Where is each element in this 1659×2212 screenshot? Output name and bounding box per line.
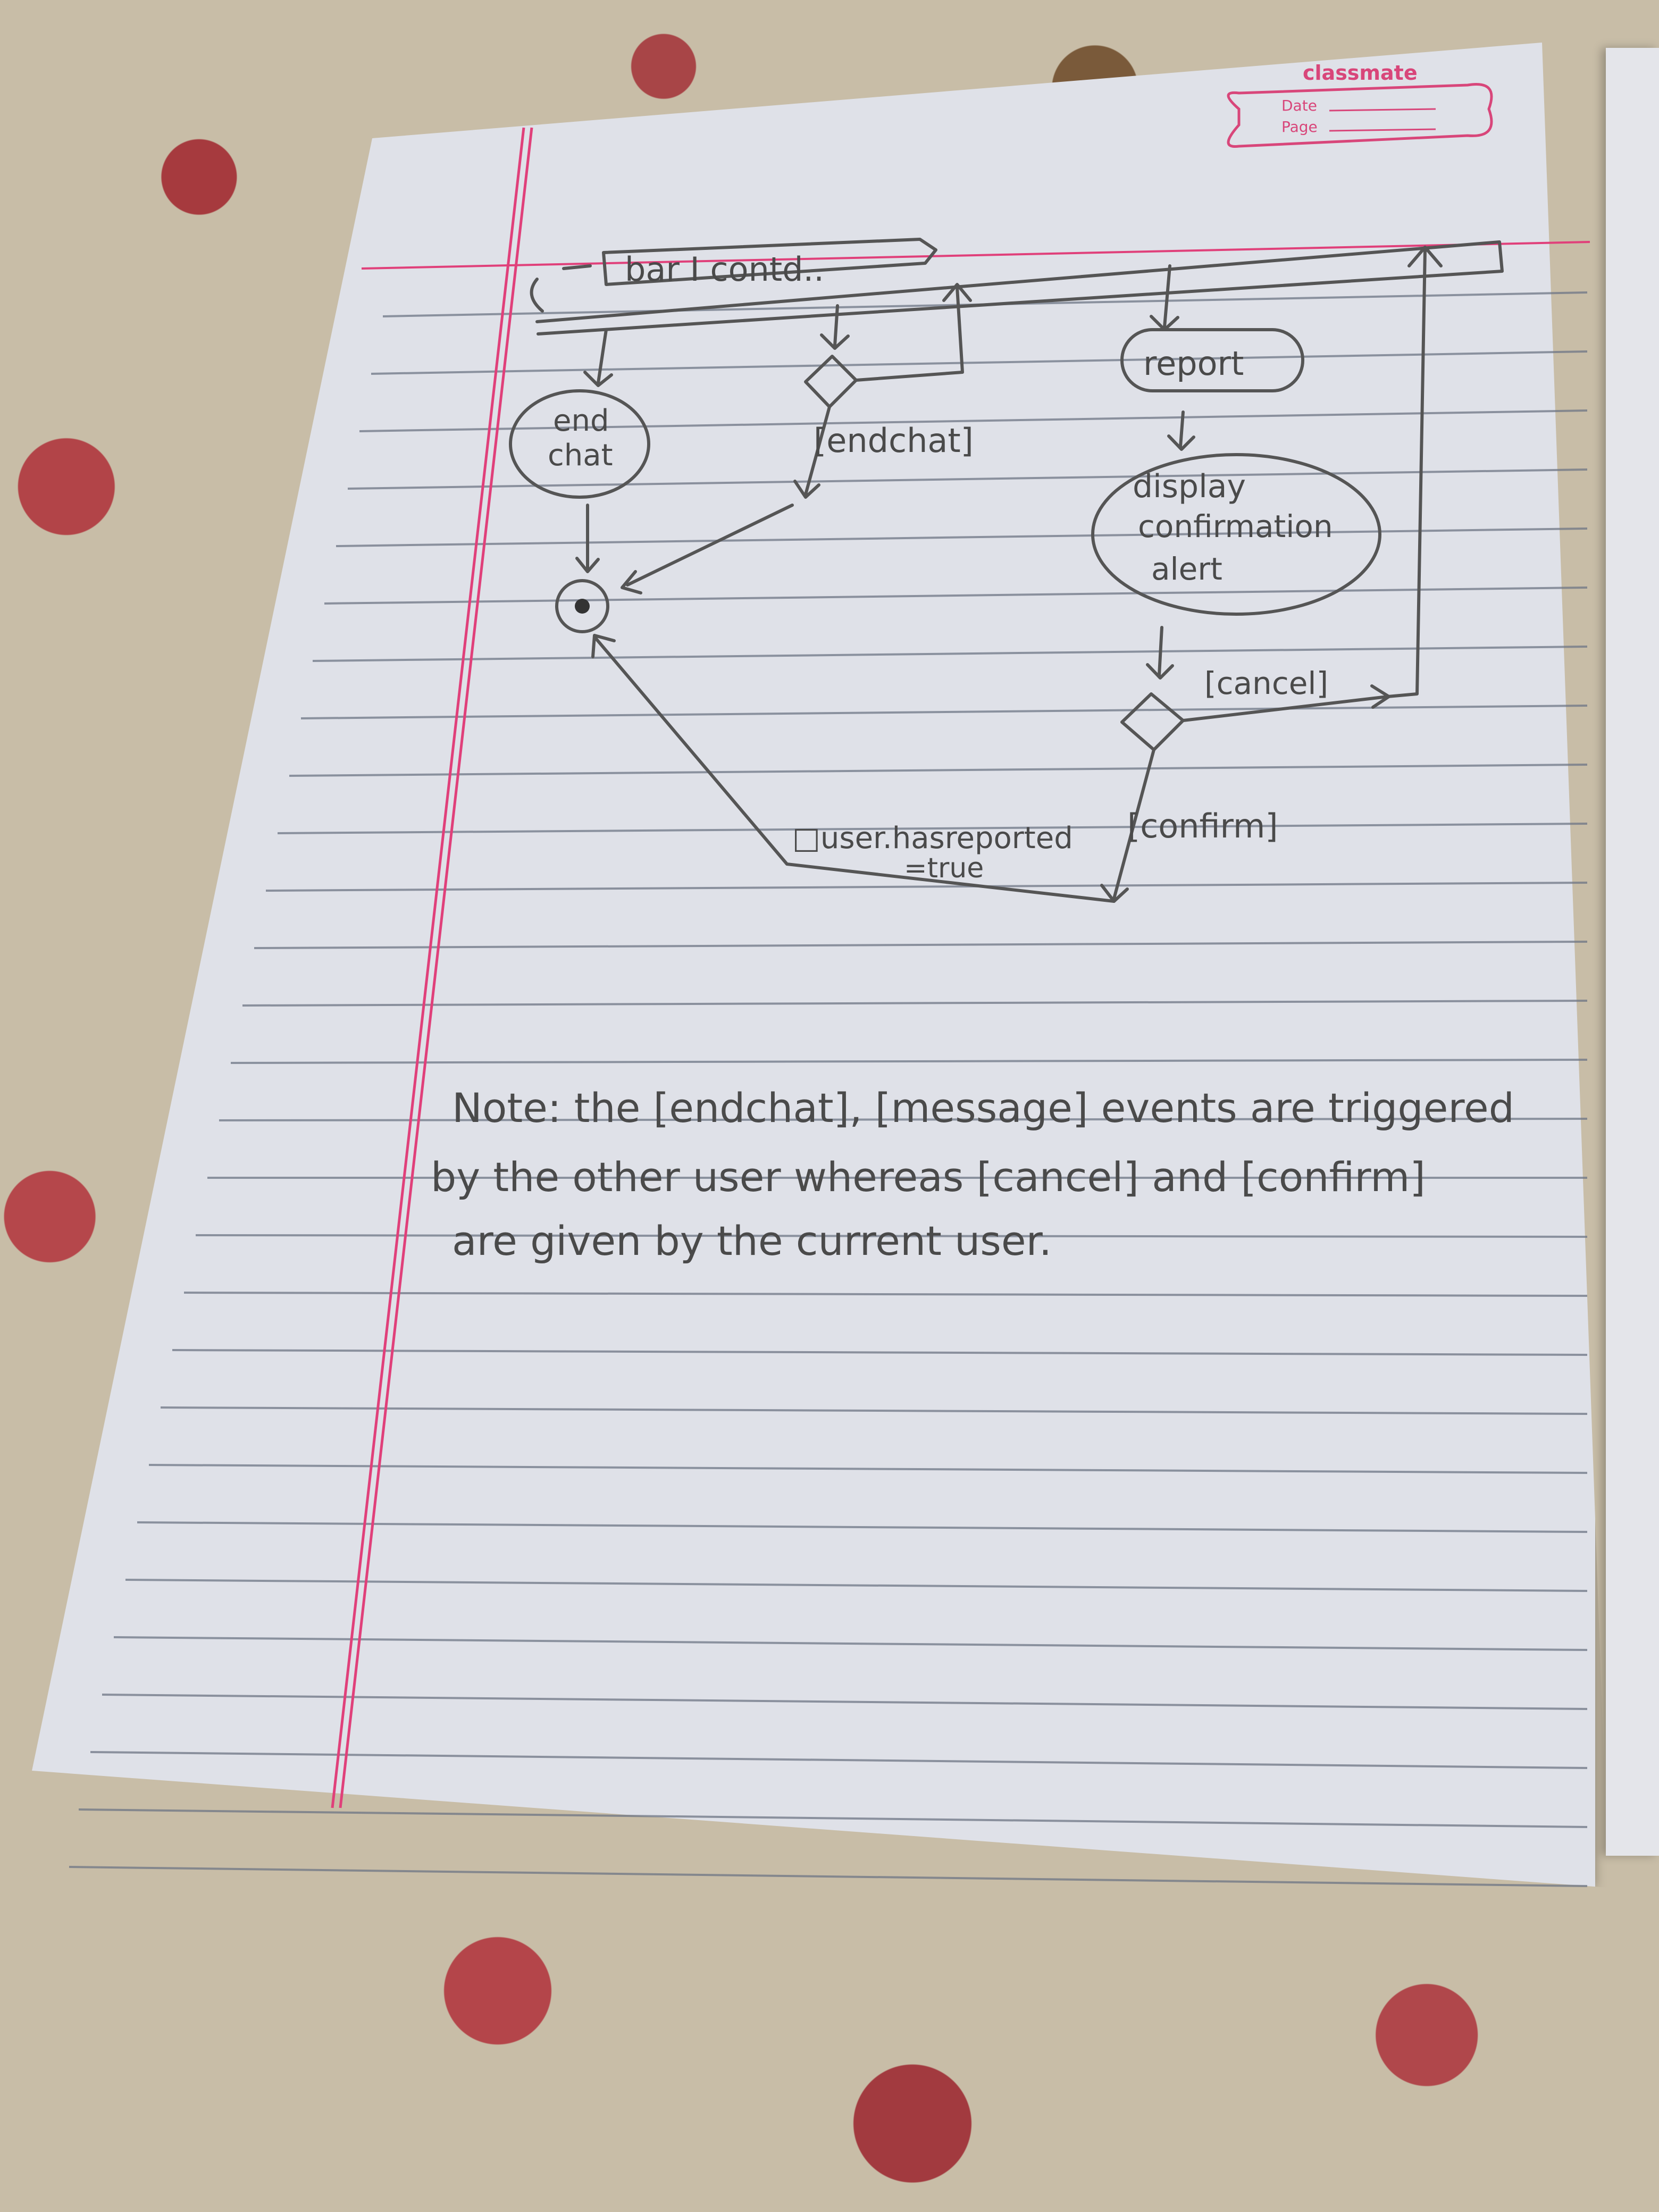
ruled-line (113, 1636, 1588, 1651)
end-chat-line2: chat (548, 438, 613, 473)
ruled-line (300, 705, 1588, 719)
arrow-to-report (1150, 264, 1179, 331)
brand-name: classmate (1303, 61, 1418, 85)
ruled-line (102, 1694, 1588, 1710)
ruled-line (195, 1234, 1588, 1238)
ruled-line (371, 350, 1588, 375)
ruled-line (347, 468, 1588, 490)
decision1-loop (854, 283, 972, 382)
right-page-edge (1606, 48, 1659, 1856)
ruled-line (265, 882, 1588, 892)
ruled-line (172, 1349, 1588, 1356)
final-state-inner (575, 599, 590, 614)
date-label: Date (1281, 97, 1317, 114)
signal-box (602, 238, 937, 286)
classmate-header: classmate Date Page (1227, 61, 1493, 148)
ruled-line (137, 1521, 1588, 1533)
ruled-line (254, 941, 1588, 949)
endchat-path (793, 405, 831, 499)
guard-cancel: [cancel] (1204, 665, 1328, 701)
ruled-line (289, 764, 1588, 777)
ruled-line (336, 527, 1588, 547)
report-state (1120, 328, 1304, 392)
signal-label: bar I contd.. (625, 250, 824, 289)
arrow-to-display (1167, 410, 1195, 451)
arrow-to-decision2 (1146, 626, 1174, 680)
guard-confirm: [confirm] (1127, 807, 1278, 845)
note-line1: Note: the [endchat], [message] events ar… (452, 1084, 1514, 1132)
ruled-line (78, 1808, 1588, 1828)
ruled-line (324, 586, 1588, 605)
decision-node-1 (804, 355, 858, 408)
ruled-line (277, 823, 1588, 834)
cancel-return-line (1386, 246, 1443, 698)
ruled-line (183, 1292, 1588, 1297)
fork-bar (535, 240, 1504, 336)
note-block: Note: the [endchat], [message] events ar… (431, 1084, 1514, 1264)
ruled-line (160, 1406, 1588, 1415)
ruled-line (359, 409, 1588, 432)
arrow-endchat-to-final (621, 504, 794, 594)
note-line3: are given by the current user. (452, 1217, 1052, 1264)
display-line3: alert (1151, 551, 1222, 587)
decision-node-2 (1120, 692, 1185, 751)
ruled-line (90, 1751, 1588, 1769)
confirm-return-line (591, 634, 1116, 903)
guard-endchat: [endchat] (814, 421, 974, 460)
ruled-line (230, 1059, 1588, 1064)
ruled-line (242, 1000, 1588, 1007)
display-line2: confirmation (1138, 508, 1333, 544)
arrow-to-endchat (583, 328, 613, 387)
signal-left-mark (530, 264, 592, 313)
activity-diagram: bar I contd.. end chat [endchat] report … (509, 238, 1504, 903)
end-chat-line1: end (553, 404, 609, 438)
ruled-line (148, 1464, 1588, 1474)
ruled-line (69, 1866, 1588, 1887)
action-line1: □user.hasreported (792, 821, 1073, 856)
margin-lines (331, 127, 1590, 1808)
final-state-outer (555, 579, 609, 633)
header-scroll-frame (1227, 83, 1493, 148)
report-label: report (1143, 344, 1244, 383)
page-label: Page (1281, 118, 1318, 136)
arrow-to-final (575, 504, 600, 573)
display-line1: display (1133, 468, 1246, 505)
ruled-line (125, 1579, 1588, 1592)
end-chat-state (509, 389, 650, 499)
ruled-line (219, 1118, 1588, 1121)
note-line2: by the other user whereas [cancel] and [… (431, 1153, 1426, 1201)
arrow-to-decision1 (820, 304, 850, 350)
action-line2: =true (904, 852, 984, 884)
ruled-line (312, 646, 1588, 662)
display-alert-state (1091, 453, 1381, 616)
